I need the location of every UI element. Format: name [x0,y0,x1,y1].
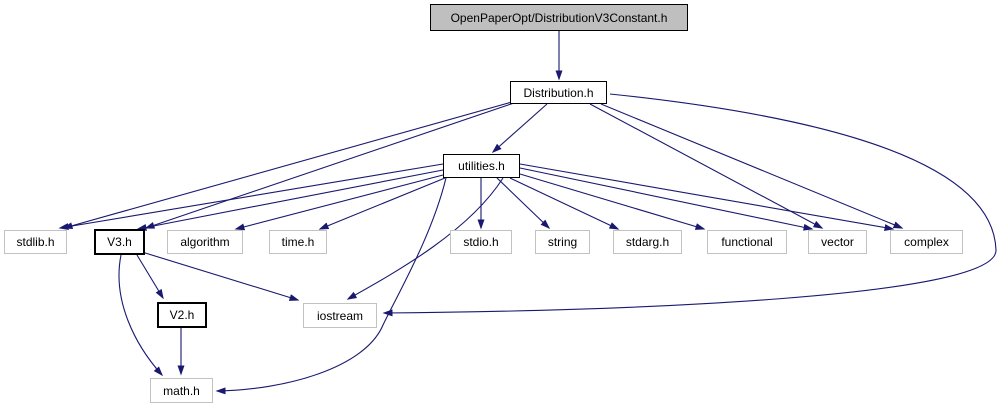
edge-utilities-to-vector [519,167,814,231]
node-algorithm: algorithm [167,230,243,254]
node-label-time: time.h [281,235,315,249]
edge-distribution-to-utilities [491,103,548,153]
edge-distribution-to-v3 [144,102,515,229]
edge-utilities-to-stdlib [58,163,444,231]
edge-distribution-to-complex [600,103,904,229]
edge-v3-to-iostream [141,251,300,301]
node-vector: vector [808,230,867,254]
node-label-functional: functional [721,235,773,249]
node-utilities[interactable]: utilities.h [443,154,520,178]
node-label-distribution: Distribution.h [523,85,594,100]
node-label-complex: complex [904,235,949,249]
node-time: time.h [269,230,327,254]
edge-v3-to-v2 [136,254,164,300]
node-label-v2: V2.h [169,308,195,322]
node-stdlib: stdlib.h [4,230,67,254]
node-label-string: string [547,235,578,249]
edge-utilities-to-v3 [136,169,444,231]
node-string: string [535,230,590,254]
node-label-math: math.h [163,383,200,398]
node-label-algorithm: algorithm [180,235,230,249]
edge-utilities-to-string [496,177,551,230]
node-label-v3: V3.h [107,235,132,249]
node-stdio: stdio.h [450,230,512,254]
node-label-stdarg: stdarg.h [625,235,670,249]
node-math: math.h [150,378,213,403]
edge-utilities-to-iostream [346,177,504,300]
node-v2[interactable]: V2.h [157,302,207,328]
edge-utilities-to-algorithm [234,174,444,231]
edge-utilities-to-stdarg [509,177,620,230]
node-v3[interactable]: V3.h [94,229,145,255]
node-label-stdlib: stdlib.h [16,235,55,249]
node-label-vector: vector [821,235,854,249]
edge-distribution-to-iostream [382,93,997,317]
node-label-utilities: utilities.h [458,159,505,173]
edge-utilities-to-time [318,177,446,230]
node-label-root: OpenPaperOpt/DistributionV3Constant.h [450,10,668,25]
node-label-iostream: iostream [316,308,363,323]
edge-v3-to-math [118,254,164,377]
edge-distribution-to-stdlib [62,101,513,230]
node-label-stdio: stdio.h [463,235,499,249]
edge-utilities-to-functional [519,173,706,230]
node-stdarg: stdarg.h [613,230,682,254]
node-distribution[interactable]: Distribution.h [510,81,607,104]
edge-utilities-to-math [215,177,447,395]
node-root: OpenPaperOpt/DistributionV3Constant.h [430,4,688,31]
edge-distribution-to-vector [589,103,824,229]
node-iostream: iostream [303,303,377,328]
node-complex: complex [890,230,963,254]
node-functional: functional [707,230,787,254]
edge-utilities-to-complex [519,163,895,231]
